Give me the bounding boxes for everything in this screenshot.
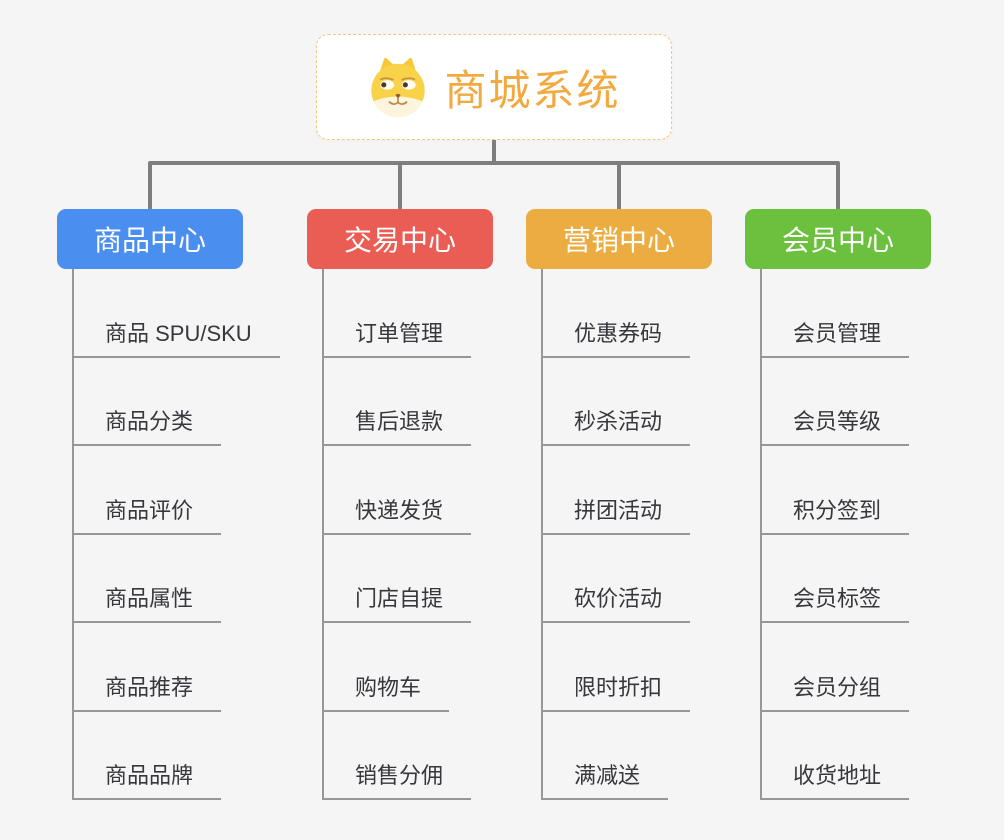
mindmap-item-marketing-center-2[interactable]: 拼团活动 — [543, 493, 691, 535]
mindmap-item-row: 商品评价 — [74, 446, 277, 535]
mindmap-item-row: 商品 SPU/SKU — [74, 269, 280, 358]
mindmap-item-row: 购物车 — [324, 623, 527, 712]
mindmap-item-marketing-center-3[interactable]: 砍价活动 — [543, 581, 691, 623]
mindmap-item-row: 销售分佣 — [324, 712, 527, 800]
mindmap-item-row: 优惠券码 — [543, 269, 746, 358]
branch-box-member-center[interactable]: 会员中心 — [745, 209, 931, 269]
mindmap-item-member-center-2[interactable]: 积分签到 — [762, 493, 910, 535]
mindmap-item-row: 拼团活动 — [543, 446, 746, 535]
branch-item-list: 优惠券码秒杀活动拼团活动砍价活动限时折扣满减送 — [541, 269, 746, 800]
branch-box-trade-center[interactable]: 交易中心 — [307, 209, 493, 269]
branch-item-list: 商品 SPU/SKU 商品分类商品评价商品属性商品推荐商品品牌 — [72, 269, 280, 800]
mindmap-item-marketing-center-0[interactable]: 优惠券码 — [543, 316, 691, 358]
mindmap-item-row: 商品属性 — [74, 535, 277, 623]
mindmap-item-row: 积分签到 — [762, 446, 965, 535]
mindmap-item-product-center-4[interactable]: 商品推荐 — [74, 670, 222, 712]
mindmap-item-trade-center-4[interactable]: 购物车 — [324, 670, 450, 712]
mindmap-item-row: 限时折扣 — [543, 623, 746, 712]
mindmap-item-member-center-0[interactable]: 会员管理 — [762, 316, 910, 358]
branch-column-trade-center: 交易中心 订单管理售后退款快递发货门店自提购物车销售分佣 — [307, 209, 527, 800]
mindmap-item-product-center-3[interactable]: 商品属性 — [74, 581, 222, 623]
mindmap-item-row: 砍价活动 — [543, 535, 746, 623]
mindmap-item-row: 会员管理 — [762, 269, 965, 358]
mindmap-item-member-center-1[interactable]: 会员等级 — [762, 404, 910, 446]
mindmap-item-row: 商品推荐 — [74, 623, 277, 712]
mindmap-item-product-center-5[interactable]: 商品品牌 — [74, 758, 222, 800]
mindmap-item-member-center-3[interactable]: 会员标签 — [762, 581, 910, 623]
mindmap-item-member-center-5[interactable]: 收货地址 — [762, 758, 910, 800]
mindmap-item-product-center-0[interactable]: 商品 SPU/SKU — [74, 316, 280, 358]
root-title: 商城系统 — [444, 66, 621, 114]
mindmap-item-row: 收货地址 — [762, 712, 965, 800]
mindmap-item-row: 满减送 — [543, 712, 746, 800]
mindmap-item-marketing-center-5[interactable]: 满减送 — [543, 758, 669, 800]
mindmap-item-row: 会员等级 — [762, 358, 965, 446]
mindmap-item-marketing-center-4[interactable]: 限时折扣 — [543, 670, 691, 712]
mindmap-item-trade-center-5[interactable]: 销售分佣 — [324, 758, 472, 800]
mindmap-item-row: 商品品牌 — [74, 712, 277, 800]
branch-column-marketing-center: 营销中心 优惠券码秒杀活动拼团活动砍价活动限时折扣满减送 — [526, 209, 746, 800]
mindmap-item-row: 售后退款 — [324, 358, 527, 446]
mindmap-item-trade-center-1[interactable]: 售后退款 — [324, 404, 472, 446]
branch-column-member-center: 会员中心 会员管理会员等级积分签到会员标签会员分组收货地址 — [745, 209, 965, 800]
mindmap-item-row: 会员分组 — [762, 623, 965, 712]
branch-item-list: 订单管理售后退款快递发货门店自提购物车销售分佣 — [322, 269, 527, 800]
doge-icon — [371, 57, 426, 118]
mindmap-item-marketing-center-1[interactable]: 秒杀活动 — [543, 404, 691, 446]
mindmap-item-trade-center-0[interactable]: 订单管理 — [324, 316, 472, 358]
mindmap-item-row: 快递发货 — [324, 446, 527, 535]
mindmap-item-row: 订单管理 — [324, 269, 527, 358]
branch-item-list: 会员管理会员等级积分签到会员标签会员分组收货地址 — [760, 269, 965, 800]
branch-box-product-center[interactable]: 商品中心 — [57, 209, 243, 269]
mindmap-item-product-center-2[interactable]: 商品评价 — [74, 493, 222, 535]
mindmap-item-trade-center-3[interactable]: 门店自提 — [324, 581, 472, 623]
mindmap-item-row: 商品分类 — [74, 358, 277, 446]
mindmap-item-product-center-1[interactable]: 商品分类 — [74, 404, 222, 446]
mindmap-item-trade-center-2[interactable]: 快递发货 — [324, 493, 472, 535]
branch-column-product-center: 商品中心 商品 SPU/SKU 商品分类商品评价商品属性商品推荐商品品牌 — [57, 209, 280, 800]
branch-box-marketing-center[interactable]: 营销中心 — [526, 209, 712, 269]
root-node[interactable]: 商城系统 — [316, 34, 672, 140]
mindmap-item-row: 门店自提 — [324, 535, 527, 623]
mindmap-item-member-center-4[interactable]: 会员分组 — [762, 670, 910, 712]
mindmap-item-row: 会员标签 — [762, 535, 965, 623]
mindmap-item-row: 秒杀活动 — [543, 358, 746, 446]
